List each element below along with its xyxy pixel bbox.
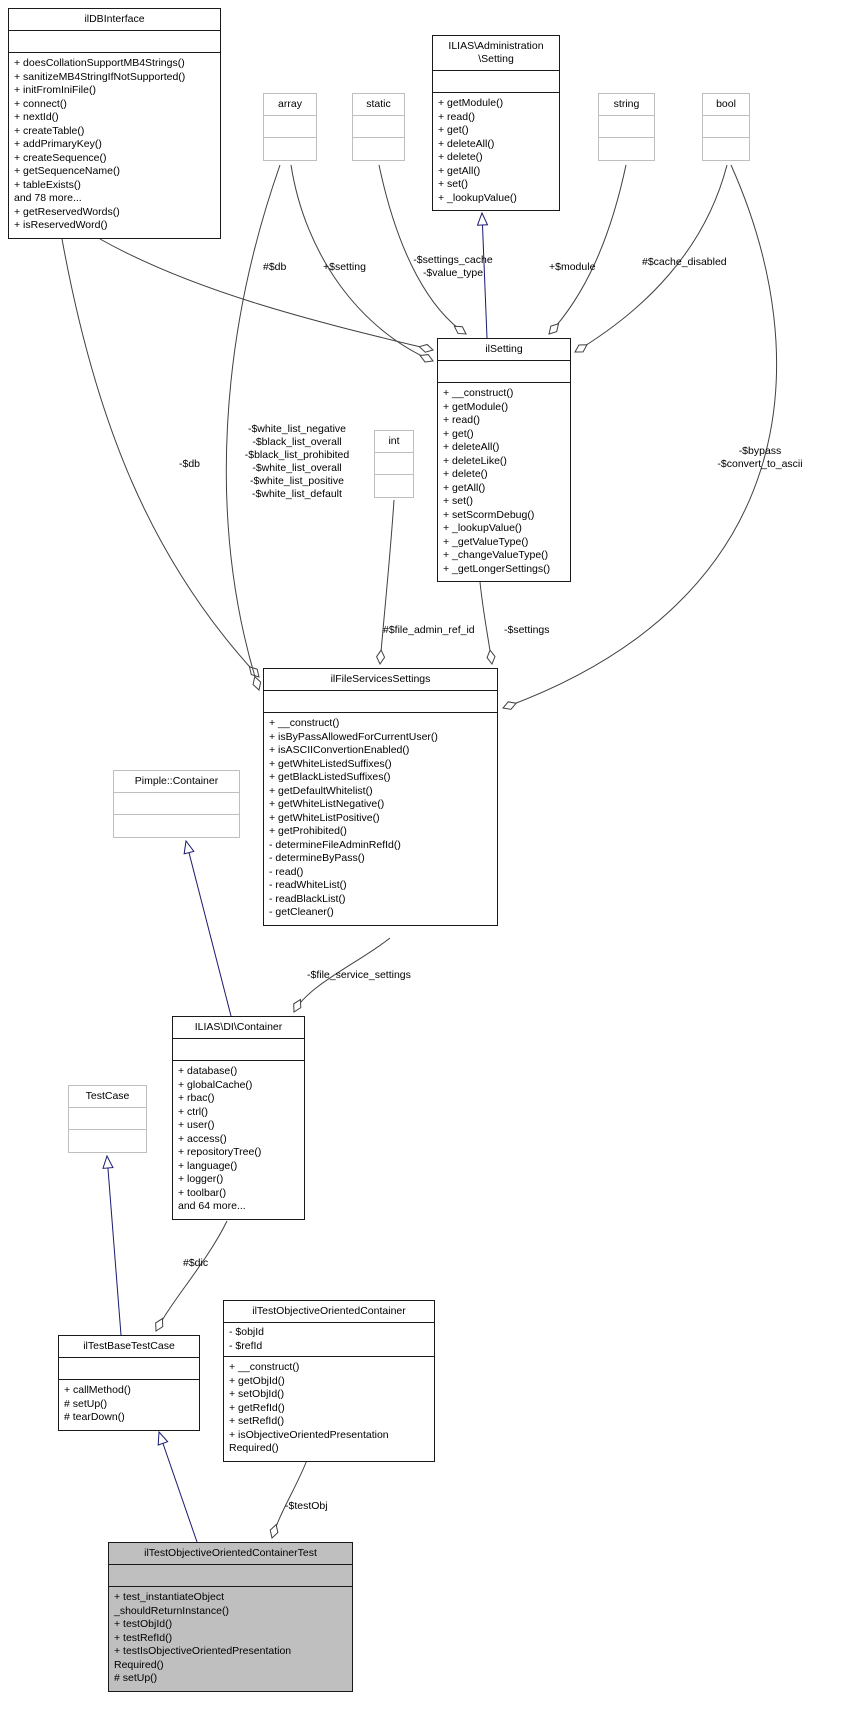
class-attributes (599, 116, 654, 138)
edge-label-bypass: -$bypass -$convert_to_ascii (717, 445, 803, 470)
class-title: TestCase (69, 1086, 146, 1108)
edge-int-to-filesettings-file-admin-ref-id (376, 499, 395, 666)
edge-basetestcase-inherits-testcase (107, 1156, 122, 1336)
edge-label-whitelists: -$white_list_negative -$black_list_overa… (244, 423, 350, 500)
edge-label-setting: +$setting (323, 261, 366, 273)
class-attributes (703, 116, 749, 138)
class-methods (264, 138, 316, 160)
class-iltestbasetestcase[interactable]: ilTestBaseTestCase + callMethod() # setU… (58, 1335, 200, 1431)
class-attributes (433, 71, 559, 93)
class-ilias-di-container[interactable]: ILIAS\DI\Container + database() + global… (172, 1016, 305, 1220)
class-title: int (375, 431, 413, 453)
class-methods (375, 475, 413, 497)
edge-label-settings-cache: -$settings_cache -$value_type (413, 254, 493, 279)
edge-dicontainer-inherits-pimple (186, 841, 232, 1017)
edge-label-file-service-settings: -$file_service_settings (307, 969, 411, 981)
class-title: static (353, 94, 404, 116)
class-methods (599, 138, 654, 160)
class-methods: + doesCollationSupportMB4Strings() + san… (14, 57, 186, 231)
class-ilias-administration-setting[interactable]: ILIAS\Administration \Setting + getModul… (432, 35, 560, 211)
class-attributes (173, 1039, 304, 1061)
class-title: ilTestObjectiveOrientedContainerTest (109, 1543, 352, 1565)
edge-label-settings: -$settings (504, 624, 550, 636)
edge-dbinterface-to-ilsetting-db (99, 238, 434, 353)
class-bool: bool (702, 93, 750, 161)
class-attributes (264, 116, 316, 138)
class-int: int (374, 430, 414, 498)
class-string: string (598, 93, 655, 161)
class-methods (114, 815, 239, 837)
class-title: ilFileServicesSettings (264, 669, 497, 691)
class-methods: + getModule() + read() + get() + deleteA… (438, 97, 517, 204)
class-attributes (264, 691, 497, 713)
class-attributes (114, 793, 239, 815)
class-methods (69, 1130, 146, 1152)
class-methods: + test_instantiateObject _shouldReturnIn… (114, 1591, 292, 1684)
edge-label-file-admin-ref-id: #$file_admin_ref_id (383, 624, 475, 636)
class-testcase: TestCase (68, 1085, 147, 1153)
class-ilfileservicessettings[interactable]: ilFileServicesSettings + __construct() +… (263, 668, 498, 926)
edge-objcontainer-to-testclass-testobj (269, 1459, 308, 1539)
class-attributes: - $objId - $refId (224, 1323, 434, 1357)
class-title: string (599, 94, 654, 116)
class-ilsetting[interactable]: ilSetting + __construct() + getModule() … (437, 338, 571, 582)
class-title: ILIAS\Administration \Setting (433, 36, 559, 71)
class-attributes (353, 116, 404, 138)
class-title: ilTestBaseTestCase (59, 1336, 199, 1358)
class-methods (353, 138, 404, 160)
class-attributes (59, 1358, 199, 1380)
class-methods: + __construct() + isByPassAllowedForCurr… (269, 717, 438, 918)
class-attributes (109, 1565, 352, 1587)
class-methods: + callMethod() # setUp() # tearDown() (64, 1384, 131, 1423)
class-iltestobjectiveorientedcontainertest: ilTestObjectiveOrientedContainerTest + t… (108, 1542, 353, 1692)
class-attributes (438, 361, 570, 383)
class-attributes (375, 453, 413, 475)
edge-dicontainer-to-basetestcase-dic (155, 1220, 228, 1332)
class-attributes (69, 1108, 146, 1130)
edge-label-db-filesettings: -$db (179, 458, 201, 470)
edge-testclass-inherits-basetestcase (159, 1432, 198, 1543)
class-methods (703, 138, 749, 160)
class-array: array (263, 93, 317, 161)
edge-label-cache-disabled: #$cache_disabled (642, 256, 727, 268)
class-title: ILIAS\DI\Container (173, 1017, 304, 1039)
edge-string-to-ilsetting-module (548, 164, 627, 335)
class-title: ilTestObjectiveOrientedContainer (224, 1301, 434, 1323)
class-iltestobjectiveorientedcontainer[interactable]: ilTestObjectiveOrientedContainer - $objI… (223, 1300, 435, 1462)
class-title: Pimple::Container (114, 771, 239, 793)
class-methods: + database() + globalCache() + rbac() + … (178, 1065, 262, 1212)
class-methods: + __construct() + getModule() + read() +… (443, 387, 551, 575)
class-title: bool (703, 94, 749, 116)
class-title: ilDBInterface (9, 9, 220, 31)
edge-label-module: +$module (549, 261, 596, 273)
edge-ilsetting-to-filesettings-settings (479, 581, 496, 665)
edge-label-dic: #$dic (183, 1257, 209, 1269)
class-attributes (9, 31, 220, 53)
class-ildbinterface[interactable]: ilDBInterface + doesCollationSupportMB4S… (8, 8, 221, 239)
edge-label-db: #$db (263, 261, 287, 273)
class-methods: + __construct() + getObjId() + setObjId(… (229, 1361, 389, 1454)
edge-label-testobj: -$testObj (285, 1500, 328, 1512)
class-pimple-container: Pimple::Container (113, 770, 240, 838)
class-title: array (264, 94, 316, 116)
class-static: static (352, 93, 405, 161)
class-title: ilSetting (438, 339, 570, 361)
